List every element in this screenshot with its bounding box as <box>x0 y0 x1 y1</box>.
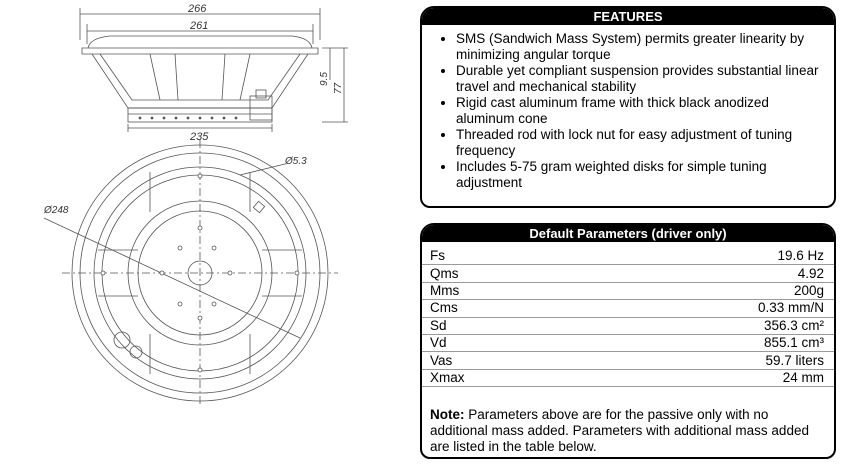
note-text: Parameters above are for the passive onl… <box>430 407 809 455</box>
param-value: 200g <box>580 282 834 301</box>
param-value: 19.6 Hz <box>580 248 834 266</box>
param-label: Fs <box>422 248 581 266</box>
features-list: SMS (Sandwich Mass System) permits great… <box>422 31 834 191</box>
dim-outer-diameter: Ø248 <box>43 205 69 216</box>
param-value: 356.3 cm² <box>580 317 834 335</box>
param-value: 24 mm <box>580 369 834 388</box>
table-row: Mms 200g <box>422 282 834 301</box>
parameters-title: Default Parameters (driver only) <box>422 225 834 242</box>
table-row: Vas 59.7 liters <box>422 351 834 370</box>
parameters-table: Fs 19.6 Hz Qms 4.92 Mms 200g Cms 0.33 mm… <box>422 248 834 388</box>
parameters-note: Note: Parameters above are for the passi… <box>430 407 826 455</box>
param-label: Mms <box>422 282 581 301</box>
dim-inner-width: 261 <box>189 20 208 32</box>
dim-mount-depth: 9.5 <box>319 72 330 86</box>
feature-item: Includes 5-75 gram weighted disks for si… <box>456 159 824 191</box>
param-label: Vd <box>422 334 581 353</box>
param-label: Xmax <box>422 369 581 388</box>
table-row: Qms 4.92 <box>422 264 834 283</box>
dim-hole-diameter: Ø5.3 <box>284 156 307 167</box>
param-value: 59.7 liters <box>580 351 834 370</box>
parameters-panel: Default Parameters (driver only) Fs 19.6… <box>420 223 836 459</box>
table-row: Xmax 24 mm <box>422 369 834 388</box>
features-panel: FEATURES SMS (Sandwich Mass System) perm… <box>420 6 836 208</box>
param-value: 4.92 <box>580 264 834 283</box>
param-label: Vas <box>422 351 581 370</box>
param-label: Sd <box>422 317 581 335</box>
param-value: 0.33 mm/N <box>580 299 834 318</box>
dim-magnet-width: 235 <box>189 131 209 143</box>
table-row: Fs 19.6 Hz <box>422 248 834 266</box>
param-value: 855.1 cm³ <box>580 334 834 353</box>
technical-drawing: 266 261 235 9.5 77 Ø248 Ø5.3 <box>43 3 348 406</box>
dim-overall-width: 266 <box>187 3 207 15</box>
feature-item: Threaded rod with lock nut for easy adju… <box>456 127 824 159</box>
table-row: Sd 356.3 cm² <box>422 317 834 335</box>
table-row: Vd 855.1 cm³ <box>422 334 834 353</box>
feature-item: Rigid cast aluminum frame with thick bla… <box>456 95 824 127</box>
param-label: Qms <box>422 264 581 283</box>
features-title: FEATURES <box>422 8 834 25</box>
dim-total-depth: 77 <box>333 82 344 94</box>
note-label: Note: <box>430 407 465 423</box>
feature-item: SMS (Sandwich Mass System) permits great… <box>456 31 824 63</box>
table-row: Cms 0.33 mm/N <box>422 299 834 318</box>
feature-item: Durable yet compliant suspension provide… <box>456 63 824 95</box>
param-label: Cms <box>422 299 581 318</box>
